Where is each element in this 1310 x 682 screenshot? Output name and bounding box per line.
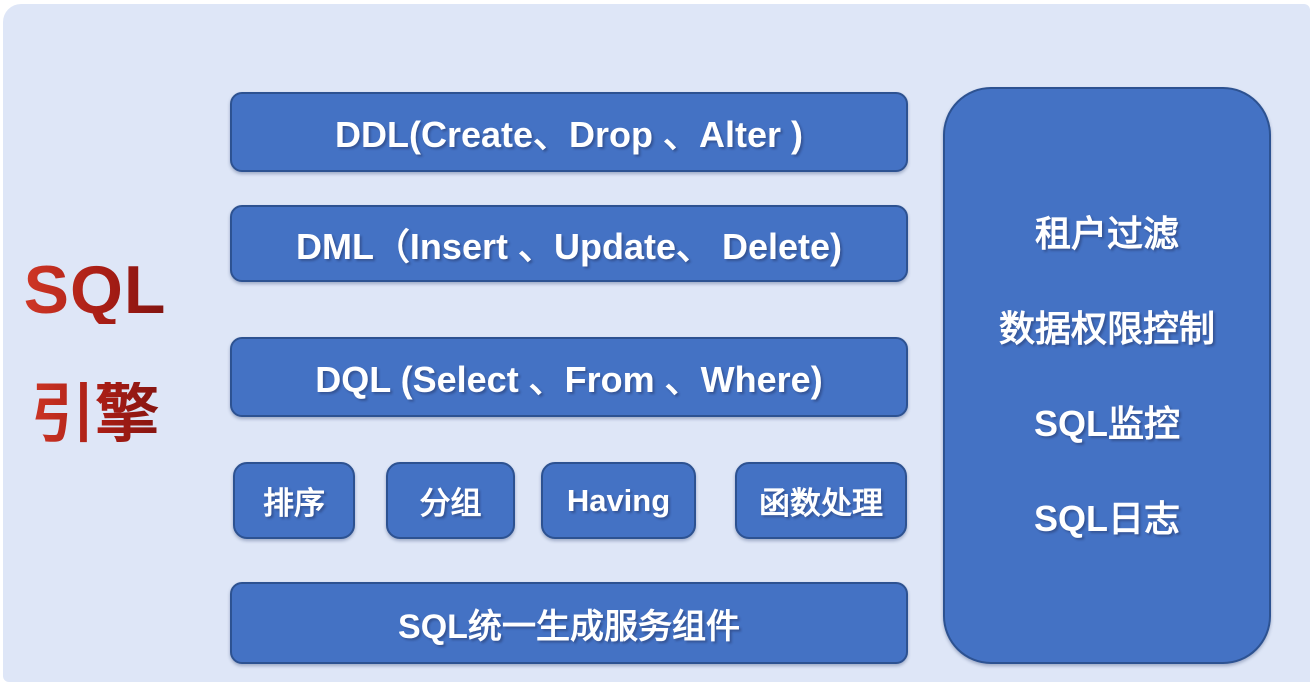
box-dml: DML（Insert 、Update、 Delete) [230,205,908,282]
diagram-canvas: SQL 引擎 DDL(Create、Drop 、Alter ) DML（Inse… [3,4,1310,682]
title-engine: 引擎 [15,382,175,446]
panel-item-tenant-filter: 租户过滤 [1034,213,1179,254]
box-dml-label: DML（Insert 、Update、 Delete) [295,225,843,267]
box-group-by: 分组 [386,462,515,539]
box-dql-label: DQL (Select 、From 、Where) [315,359,823,400]
panel-item-sql-log: SQL日志 [1033,498,1180,539]
box-order-by: 排序 [233,462,355,539]
panel-item-sql-monitoring: SQL监控 [1033,403,1180,444]
side-panel: 租户过滤 数据权限控制 SQL监控 SQL日志 [943,87,1271,664]
box-sql-generation-service: SQL统一生成服务组件 [230,582,908,664]
box-ddl-label: DDL(Create、Drop 、Alter ) [334,114,804,155]
box-having: Having [541,462,696,539]
title-sql: SQL [15,256,175,324]
box-sql-generation-service-label: SQL统一生成服务组件 [398,607,740,646]
box-dql: DQL (Select 、From 、Where) [230,337,908,417]
box-ddl: DDL(Create、Drop 、Alter ) [230,92,908,172]
box-group-by-label: 分组 [419,486,482,521]
box-function-processing: 函数处理 [735,462,907,539]
box-order-by-label: 排序 [263,486,325,521]
box-function-processing-label: 函数处理 [759,486,883,521]
box-having-label: Having [566,482,671,518]
panel-item-data-permission-control: 数据权限控制 [998,308,1215,349]
